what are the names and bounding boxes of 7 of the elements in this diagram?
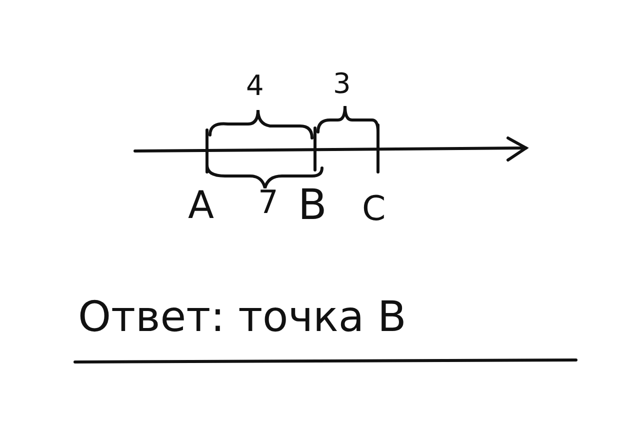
length-label: 3: [333, 70, 351, 98]
length-label: 7: [258, 186, 278, 218]
point-label: C: [362, 192, 386, 226]
answer-text: Ответ: точка B: [78, 296, 406, 338]
length-label: 4: [246, 72, 264, 100]
point-label: A: [188, 186, 214, 224]
point-label: B: [298, 184, 327, 226]
